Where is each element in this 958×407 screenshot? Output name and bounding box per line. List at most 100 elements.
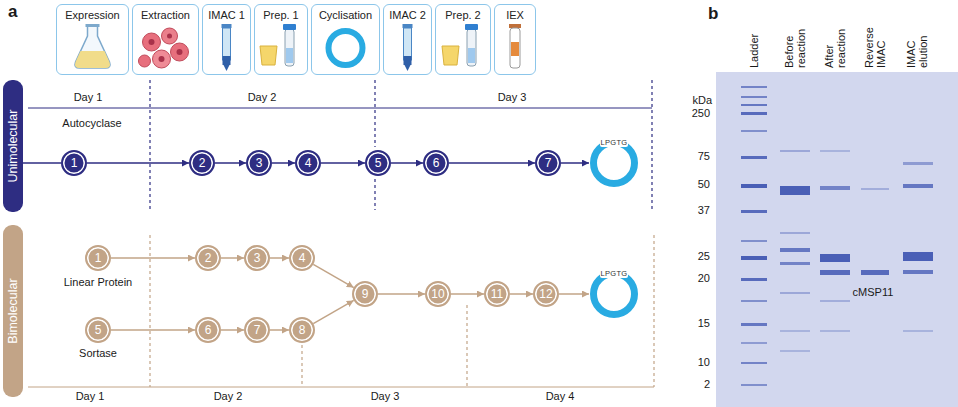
marker-size: 50 xyxy=(698,178,710,191)
marker-size: 2 xyxy=(704,378,710,391)
prep-icon xyxy=(442,24,478,66)
sds-page-gel-part-part xyxy=(741,256,767,260)
sds-page-gel-part-part xyxy=(741,210,767,213)
ion-exchange-icon xyxy=(509,24,521,68)
step-label: Cyclisation xyxy=(319,9,372,21)
step-number: 4 xyxy=(305,157,312,169)
step-number: 8 xyxy=(299,324,306,336)
step-number: 4 xyxy=(299,252,306,264)
band-label: cMSP11 xyxy=(853,286,894,299)
sds-page-gel-part-part xyxy=(780,186,810,195)
sds-page-gel-part-part xyxy=(741,278,767,281)
sds-page-gel-part-part xyxy=(741,300,767,302)
row-label: Linear Protein xyxy=(64,276,133,289)
step-circle: 10 xyxy=(425,281,451,307)
pathway-label: Unimolecular xyxy=(6,110,20,183)
row-label: Sortase xyxy=(79,347,117,360)
cells-icon-part xyxy=(149,39,155,45)
sds-page-gel-part-part xyxy=(780,232,810,234)
unimolecular-timeline-part xyxy=(28,108,652,109)
step-circle: 6 xyxy=(195,317,221,343)
step-number: 2 xyxy=(199,157,206,169)
label-anchor: 15 xyxy=(698,317,710,330)
prep-icon-part xyxy=(286,48,293,63)
flow-arrow xyxy=(559,293,589,295)
flow-arrow xyxy=(111,257,195,259)
day-label: Day 2 xyxy=(248,91,277,104)
day-label: Day 1 xyxy=(76,390,105,403)
day-label: Day 3 xyxy=(371,390,400,403)
step-number: 11 xyxy=(491,288,503,300)
flow-arrow xyxy=(313,300,353,323)
marker-size: 75 xyxy=(698,150,710,163)
prep-icon-part xyxy=(442,46,459,65)
sds-page-gel xyxy=(716,72,958,407)
step-circle: 1 xyxy=(85,245,111,271)
step-label: IMAC 1 xyxy=(208,9,245,21)
flow-arrow xyxy=(270,329,289,331)
marker-size: 20 xyxy=(698,272,710,285)
marker-size: 250 xyxy=(692,107,710,120)
unimolecular-timeline-part xyxy=(651,80,652,210)
step-number: 7 xyxy=(254,324,261,336)
step-circle: 6 xyxy=(423,150,449,176)
flow-arrow xyxy=(111,329,195,331)
sds-page-gel-part xyxy=(741,86,933,386)
column-icon-part xyxy=(222,24,232,28)
step-number: 3 xyxy=(256,157,263,169)
step-icon-box: IMAC 2 xyxy=(383,4,432,75)
column-icon-part xyxy=(403,24,413,28)
sds-page-gel-part-part xyxy=(820,254,850,262)
step-label: Expression xyxy=(65,9,119,21)
ring-outline-circle xyxy=(594,274,635,315)
step-circle: 1 xyxy=(61,150,87,176)
step-circle: 7 xyxy=(244,317,270,343)
step-circle: 4 xyxy=(295,150,321,176)
flow-arrow xyxy=(378,293,425,295)
label-anchor: Day 4 xyxy=(546,390,575,403)
flow-arrow xyxy=(313,264,353,287)
sds-page-gel-part-part xyxy=(861,188,889,190)
step-number: 1 xyxy=(95,252,102,264)
unimolecular-timeline-part xyxy=(23,162,61,164)
step-number: 2 xyxy=(205,252,212,264)
step-icon-box: Extraction xyxy=(132,4,199,75)
step-number: 1 xyxy=(71,157,78,169)
marker-size: 15 xyxy=(698,317,710,330)
sds-page-gel-part-part xyxy=(741,112,767,115)
bimolecular-timeline-part xyxy=(28,387,654,388)
step-label: Prep. 2 xyxy=(445,9,480,21)
lane-label: IMAC elution xyxy=(905,22,929,68)
unimolecular-timeline-part xyxy=(149,80,150,210)
sds-page-gel-part-part xyxy=(741,156,767,159)
flow-arrow xyxy=(221,329,244,331)
sds-page-gel-part-part xyxy=(820,186,850,190)
label-anchor: Day 3 xyxy=(498,91,527,104)
prep-icon-part xyxy=(468,48,475,63)
sds-page-gel-part xyxy=(716,72,958,407)
step-number: 5 xyxy=(95,324,102,336)
step-number: 3 xyxy=(254,252,261,264)
step-label: Prep. 1 xyxy=(263,9,298,21)
sds-page-gel-part-part xyxy=(903,252,933,261)
cells-icon-part xyxy=(139,55,151,67)
lane-label: Before reaction xyxy=(783,22,807,68)
step-number: 10 xyxy=(431,288,444,300)
flask-icon-part xyxy=(86,24,100,27)
sds-page-gel-part-part xyxy=(741,130,767,132)
bimolecular-timeline-part xyxy=(301,345,302,387)
step-circle: 8 xyxy=(289,317,315,343)
step-circle: 2 xyxy=(189,150,215,176)
step-circle: 3 xyxy=(246,150,272,176)
sds-page-gel-part-part xyxy=(820,150,850,152)
label-anchor: 75 xyxy=(698,150,710,163)
column-icon-part xyxy=(224,65,230,71)
label-anchor: 25 xyxy=(698,250,710,263)
step-circle: 12 xyxy=(533,281,559,307)
label-anchor: cMSP11 xyxy=(853,286,894,299)
flow-arrow xyxy=(215,162,246,164)
column-icon-part xyxy=(223,28,231,60)
bimolecular-timeline-part xyxy=(466,305,467,387)
sds-page-gel-part-part xyxy=(741,104,767,106)
